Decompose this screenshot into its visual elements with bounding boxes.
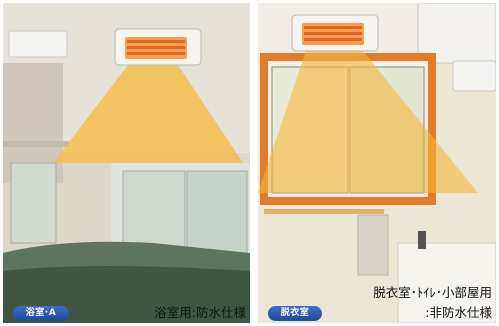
air-conditioner [8,30,68,58]
dressing-room-photo-panel: 脱衣室 脱衣室･ﾄｲﾚ･小部屋用 :非防水仕様 [258,3,496,323]
wall-heater-icon [114,28,202,66]
bathroom-scene [3,3,250,323]
air-conditioner [452,60,496,92]
bathroom-badge: 浴室·A [13,306,69,321]
towel-rack [357,214,389,276]
bottle [418,231,426,249]
dressing-room-caption-line1: 脱衣室･ﾄｲﾚ･小部屋用 [373,285,492,300]
heat-beam [53,65,243,163]
dressing-room-scene [258,3,496,323]
towel-rail [264,209,384,214]
dressing-room-badge: 脱衣室 [268,306,322,321]
bathroom-caption: 浴室用:防水仕様 [154,305,246,320]
dressing-room-caption-line2: :非防水仕様 [425,305,492,320]
shelf [3,141,69,147]
window-pane-side [10,162,57,244]
wash-basin [397,242,496,323]
heat-beam [258,51,478,193]
bathroom-photo-panel: 浴室·A 浴室用:防水仕様 [3,3,250,323]
wall-heater-icon [291,14,379,52]
